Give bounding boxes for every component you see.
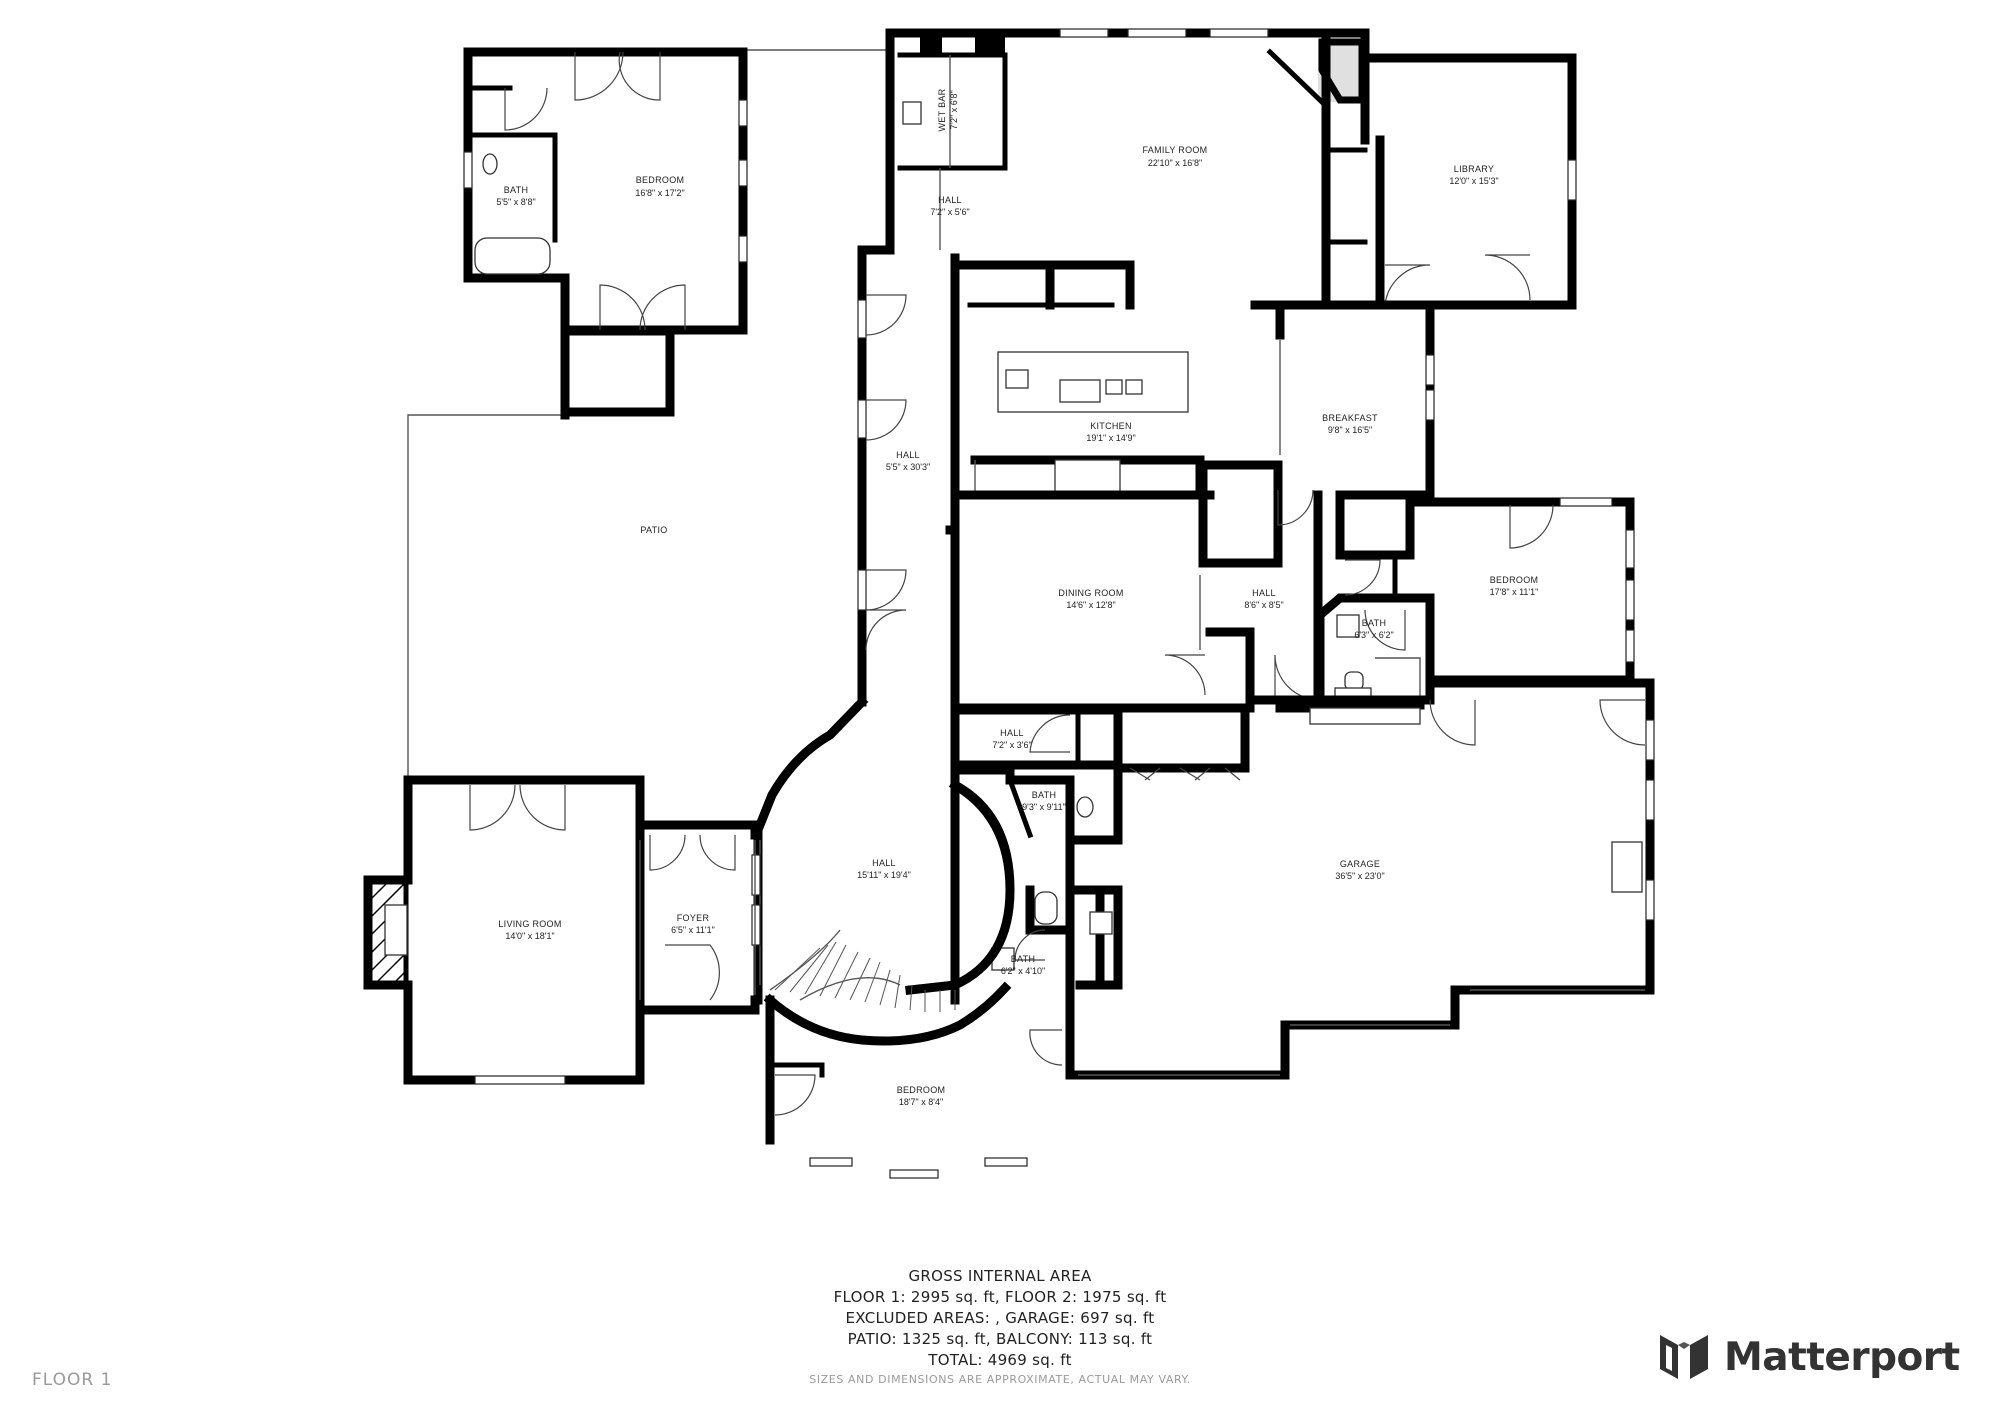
room-name: HALL [872, 858, 896, 868]
room-dim: 18'7" x 8'4" [899, 1097, 943, 1107]
room-dim: 36'5" x 23'0" [1335, 871, 1384, 881]
disclaimer: SIZES AND DIMENSIONS ARE APPROXIMATE, AC… [809, 1373, 1191, 1386]
room-name: FAMILY ROOM [1143, 145, 1208, 155]
wall-group-east-bedroom [1315, 490, 1635, 710]
gross-area-summary: GROSS INTERNAL AREA FLOOR 1: 2995 sq. ft… [760, 1266, 1240, 1371]
room-dim: 7'2" x 6'8" [949, 90, 959, 129]
wall-group-central-baths [950, 705, 1123, 990]
room-dim: 6'2" x 4'10" [1001, 966, 1045, 976]
summary-heading: GROSS INTERNAL AREA [908, 1267, 1092, 1285]
room-dim: 22'10" x 16'8" [1148, 158, 1202, 168]
patio-outline [407, 49, 890, 780]
room-name: BATH [1032, 790, 1057, 800]
room-dim: 5'5" x 30'3" [886, 462, 930, 472]
summary-line: PATIO: 1325 sq. ft, BALCONY: 113 sq. ft [847, 1330, 1153, 1348]
room-labels: BEDROOM 16'8" x 17'2" BATH 5'5" x 8'8" W… [496, 88, 1538, 1107]
wall-group-kitchen [950, 253, 1435, 1005]
summary-line: EXCLUDED AREAS: , GARAGE: 697 sq. ft [845, 1309, 1155, 1327]
room-dim: 17'8" x 11'1" [1490, 587, 1539, 597]
room-dim: 12'0" x 15'3" [1449, 176, 1498, 186]
wall-group-west-hall [857, 294, 907, 651]
room-name: BATH [1362, 618, 1387, 628]
room-dim: 15'11" x 19'4" [857, 870, 911, 880]
room-dim: 7'2" x 5'6" [930, 207, 969, 217]
room-dim: 16'8" x 17'2" [635, 188, 684, 198]
room-name: BEDROOM [636, 175, 685, 185]
room-name: BEDROOM [897, 1085, 946, 1095]
room-name: BREAKFAST [1322, 413, 1378, 423]
room-name: GARAGE [1340, 859, 1380, 869]
wall-group-north [857, 28, 1577, 707]
wall-group-living [363, 775, 760, 1085]
room-name: FOYER [677, 913, 710, 923]
wall-group-rotunda [751, 695, 1015, 1046]
room-dim: 8'6" x 8'5" [1244, 600, 1283, 610]
room-dim: 5'5" x 8'8" [496, 197, 535, 207]
brand-name: Matterport [1724, 1334, 1960, 1380]
wall-group-nw-bedroom [463, 47, 748, 420]
room-dim: 19'1" x 14'9" [1086, 433, 1135, 443]
room-name: HALL [896, 450, 920, 460]
wall-group-garage [1065, 678, 1655, 1080]
summary-line: FLOOR 1: 2995 sq. ft, FLOOR 2: 1975 sq. … [833, 1288, 1167, 1306]
room-name: LIVING ROOM [498, 919, 561, 929]
room-name: DINING ROOM [1058, 588, 1123, 598]
floor-label: FLOOR 1 [32, 1370, 113, 1390]
room-name: KITCHEN [1090, 421, 1132, 431]
room-name: BATH [504, 185, 529, 195]
room-name: HALL [938, 195, 962, 205]
room-dim: 14'6" x 12'8" [1066, 600, 1115, 610]
matterport-logo-icon [1660, 1335, 1708, 1379]
wall-group-south-bedroom [765, 995, 1063, 1179]
brand-logo: Matterport [1656, 1329, 1960, 1385]
room-dim: 9'3" x 9'11" [1022, 802, 1066, 812]
room-dim: 14'0" x 18'1" [505, 931, 554, 941]
room-dim: 9'8" x 16'5" [1328, 425, 1372, 435]
room-name: PATIO [640, 525, 667, 535]
room-name: BEDROOM [1490, 575, 1539, 585]
room-name: BATH [1011, 954, 1036, 964]
room-name: HALL [1000, 728, 1024, 738]
room-name: HALL [1252, 588, 1276, 598]
room-dim: 7'2" x 3'6" [992, 740, 1031, 750]
room-dim: 6'3" x 6'2" [1354, 630, 1393, 640]
room-name: WET BAR [937, 88, 947, 131]
room-name: LIBRARY [1454, 164, 1494, 174]
room-dim: 6'5" x 11'1" [671, 925, 715, 935]
summary-total: TOTAL: 4969 sq. ft [928, 1351, 1072, 1369]
